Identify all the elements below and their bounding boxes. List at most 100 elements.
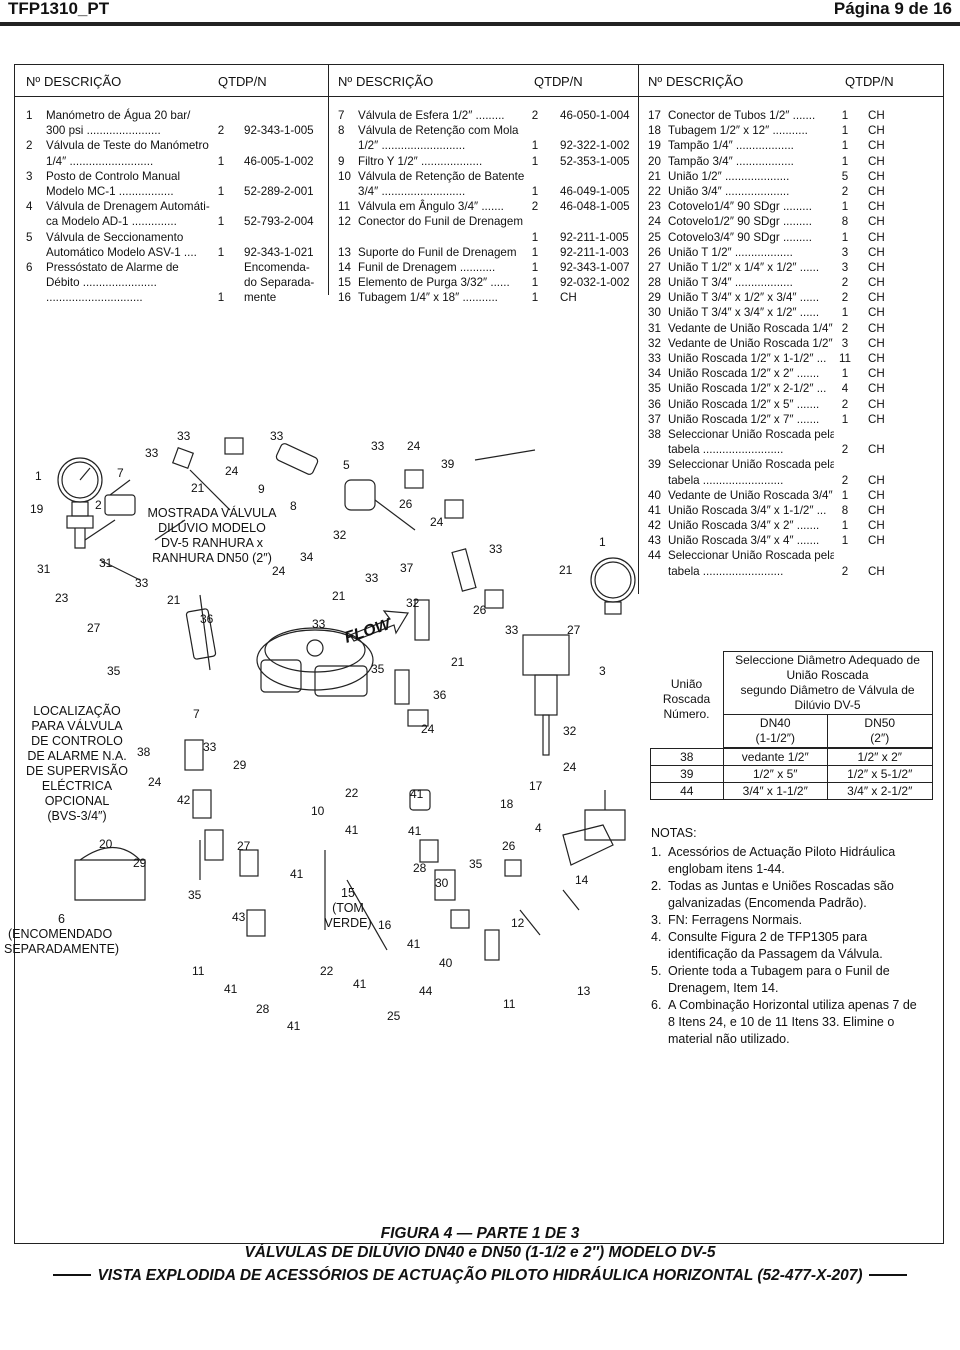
deluge-valve-body bbox=[256, 627, 374, 697]
col-desc: DESCRIÇÃO bbox=[44, 74, 122, 89]
callout-1: 1 bbox=[35, 469, 42, 483]
item-part-number: Encomenda- bbox=[244, 260, 310, 274]
item-part-number: 92-343-1-005 bbox=[244, 124, 314, 138]
item-part-number: CH bbox=[868, 382, 885, 396]
document-id: TFP1310_PT bbox=[8, 0, 110, 18]
item-description: Automático Modelo ASV-1 .... bbox=[46, 245, 197, 259]
table-col-dn50: DN50 (2″) bbox=[827, 714, 933, 748]
item-quantity: 1 bbox=[217, 184, 225, 198]
item-quantity: 1 bbox=[531, 184, 539, 198]
item-number: 6 bbox=[26, 260, 33, 274]
callout-31b: 31 bbox=[99, 556, 113, 570]
callout-36b: 36 bbox=[433, 688, 447, 702]
callout-33f: 33 bbox=[312, 617, 326, 631]
callout-29: 29 bbox=[233, 758, 247, 772]
list-item: Débito .......................do Separad… bbox=[26, 275, 324, 290]
callout-line: LOCALIZAÇÃO bbox=[33, 704, 121, 718]
callout-34: 34 bbox=[300, 550, 314, 564]
col-qty: QTD bbox=[218, 74, 246, 89]
item-number: 13 bbox=[338, 245, 351, 259]
item-description: Elemento de Purga 3/32″ ...... bbox=[358, 276, 510, 290]
callout-41: 41 bbox=[224, 982, 238, 996]
item-description: União Roscada 3/4″ x 2″ ....... bbox=[668, 519, 820, 533]
item-description: tabela ......................... bbox=[668, 443, 784, 457]
item-number: 15 bbox=[338, 276, 351, 290]
item-quantity: 2 bbox=[841, 473, 849, 487]
callout-24f: 24 bbox=[421, 722, 435, 736]
item-quantity: 1 bbox=[217, 291, 225, 305]
callout-19: 19 bbox=[30, 502, 44, 516]
location-callout: LOCALIZAÇÃO PARA VÁLVULA DE CONTROLO DE … bbox=[22, 704, 132, 824]
item-description: União Roscada 3/4″ x 4″ ....... bbox=[668, 534, 820, 548]
notes-title: NOTAS: bbox=[651, 826, 697, 840]
item-number: 20 bbox=[648, 154, 661, 168]
callout-33: 33 bbox=[145, 446, 159, 460]
item-description: 300 psi ....................... bbox=[46, 124, 161, 138]
item-number: 1 bbox=[26, 109, 33, 122]
item-part-number: CH bbox=[868, 473, 885, 487]
callout-18: 18 bbox=[500, 797, 514, 811]
item-description: União Roscada 3/4″ x 1-1/2″ ... bbox=[668, 503, 827, 517]
item-description: União T 3/4″ x 3/4″ x 1/2″ ...... bbox=[668, 306, 820, 320]
callout-33g: 33 bbox=[371, 439, 385, 453]
callout-32c: 32 bbox=[563, 724, 577, 738]
pressure-gauge-right bbox=[590, 557, 636, 603]
row-number: 38 bbox=[650, 748, 724, 766]
item-description: Posto de Controlo Manual bbox=[46, 169, 181, 183]
callout-27c: 27 bbox=[567, 623, 581, 637]
item-number: 43 bbox=[648, 534, 661, 548]
item-part-number: CH bbox=[868, 443, 885, 457]
item-description: Manómetro de Água 20 bar/ bbox=[46, 109, 191, 122]
table-row: 39 1/2″ x 5″ 1/2″ x 5-1/2″ bbox=[650, 765, 933, 783]
callout-14: 14 bbox=[575, 873, 589, 887]
callout-33h: 33 bbox=[365, 571, 379, 585]
item-number: 22 bbox=[648, 184, 661, 198]
callout-41f: 41 bbox=[290, 867, 304, 881]
item-part-number: do Separada- bbox=[244, 276, 315, 290]
row-dn40: 3/4″ x 1-1/2″ bbox=[722, 782, 828, 800]
item-quantity: 1 bbox=[841, 109, 849, 122]
item-part-number: CH bbox=[868, 215, 885, 229]
table-row: 44 3/4″ x 1-1/2″ 3/4″ x 2-1/2″ bbox=[650, 782, 933, 800]
item-quantity: 1 bbox=[217, 245, 225, 259]
item-quantity: 1 bbox=[217, 154, 225, 168]
item-part-number: CH bbox=[868, 124, 885, 138]
note-item: 4.Consulte Figura 2 de TFP1305 para iden… bbox=[651, 930, 883, 961]
item-number: 28 bbox=[648, 276, 661, 290]
title-line: Dilúvio DV-5 bbox=[794, 698, 861, 712]
item-part-number: 52-793-2-004 bbox=[244, 215, 314, 229]
col-no: Nº bbox=[26, 74, 41, 89]
item-quantity: 8 bbox=[841, 215, 849, 229]
callout-24e: 24 bbox=[430, 515, 444, 529]
item-part-number: 46-050-1-004 bbox=[560, 109, 630, 122]
item-description: União T 3/4″ x 1/2″ x 3/4″ ...... bbox=[668, 291, 820, 305]
header-rule bbox=[0, 22, 960, 26]
caption-line-3: VISTA EXPLODIDA DE ACESSÓRIOS DE ACTUAÇÃ… bbox=[53, 1266, 907, 1285]
callout-41e: 41 bbox=[408, 824, 422, 838]
caption-line-1: FIGURA 4 — PARTE 1 DE 3 bbox=[380, 1225, 580, 1242]
item-description: 1/4″ .......................... bbox=[46, 154, 154, 168]
item-number: 34 bbox=[648, 367, 661, 381]
item-part-number: CH bbox=[868, 184, 885, 198]
item-quantity: 3 bbox=[841, 245, 849, 259]
col-no: Nº bbox=[648, 74, 663, 89]
item-description: Válvula em Ângulo 3/4″ ....... bbox=[358, 200, 504, 214]
callout-28b: 28 bbox=[413, 861, 427, 875]
item-quantity: 8 bbox=[841, 503, 849, 517]
